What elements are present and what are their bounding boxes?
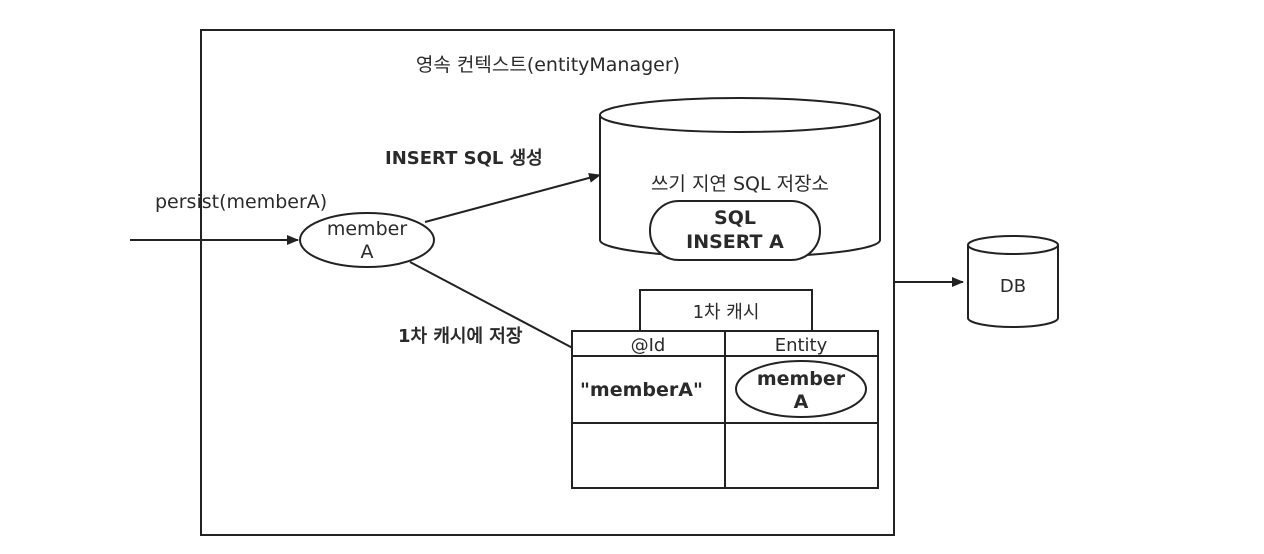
cache-title: 1차 캐시 <box>693 302 760 323</box>
insert-sql-label: INSERT SQL 생성 <box>385 148 543 169</box>
insert-sql-arrow <box>424 173 601 223</box>
db-label: DB <box>1000 276 1026 297</box>
cache-col-entity-header: Entity <box>775 335 828 356</box>
cache-title-tab <box>639 289 813 332</box>
db-cylinder <box>967 235 1059 328</box>
sql-item-line2: INSERT A <box>686 231 784 253</box>
persistence-context-title: 영속 컨텍스트(entityManager) <box>416 54 680 76</box>
member-a-line1: member <box>327 218 407 240</box>
cache-row-id: "memberA" <box>580 379 703 401</box>
cache-store-arrow <box>409 261 585 355</box>
sql-item-line1: SQL <box>714 207 756 229</box>
cache-entity-node <box>735 360 867 418</box>
persist-call-label: persist(memberA) <box>155 191 327 213</box>
cache-col-id-header: @Id <box>631 335 666 356</box>
cache-entity-line1: member <box>757 368 846 390</box>
cache-store-label: 1차 캐시에 저장 <box>398 326 523 347</box>
member-a-node <box>299 212 435 268</box>
sql-store-title: 쓰기 지연 SQL 저장소 <box>651 173 829 195</box>
sql-insert-item <box>649 200 821 261</box>
cache-entity-line2: A <box>794 391 809 413</box>
member-a-line2: A <box>361 241 374 263</box>
